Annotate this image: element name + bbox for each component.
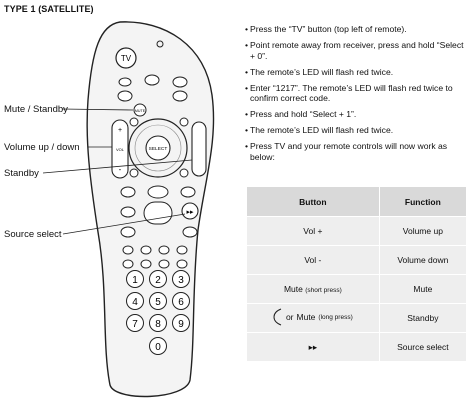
callout-line-standby (42, 159, 193, 174)
button-function-table: Button Function Vol + Volume up Vol - Vo… (247, 187, 466, 361)
table-row: Mute (short press) Mute (247, 274, 466, 304)
instruction-steps: Press the “TV” button (top left of remot… (245, 24, 467, 168)
table-row: or Mute (long press) Standby (247, 303, 466, 333)
table-cell-button: Vol + (247, 216, 380, 246)
svg-text:-: - (119, 165, 122, 174)
step-item: Press the “TV” button (top left of remot… (245, 24, 467, 35)
table-row: Vol - Volume down (247, 245, 466, 275)
key-6: 6 (178, 297, 184, 308)
svg-text:▸▸: ▸▸ (186, 209, 194, 216)
page-heading: TYPE 1 (SATELLITE) (4, 4, 94, 14)
keypad: 1 2 3 4 5 6 7 8 9 0 (126, 270, 190, 355)
table-cell-button: Vol - (247, 245, 380, 275)
key-1: 1 (132, 275, 138, 286)
volume-rocker (111, 119, 129, 179)
table-cell-function: Volume up (378, 216, 466, 246)
table-row: ▸▸ Source select (247, 332, 466, 361)
svg-text:SELECT: SELECT (149, 146, 168, 152)
svg-text:VOL: VOL (116, 147, 125, 152)
led-indicator (156, 40, 164, 48)
button-name: Mute (283, 284, 303, 294)
key-2: 2 (155, 275, 161, 286)
table-cell-button: Mute (short press) (247, 274, 380, 304)
key-8: 8 (155, 319, 161, 330)
key-7: 7 (132, 319, 138, 330)
svg-text:MUTE: MUTE (135, 109, 146, 113)
callout-standby: Standby (4, 168, 39, 179)
step-item: The remote’s LED will flash red twice. (245, 67, 467, 78)
table-header-button: Button (247, 187, 380, 217)
table-cell-function: Mute (378, 274, 466, 304)
callout-line-source (62, 213, 186, 235)
tv-button (115, 47, 137, 69)
tv-button-label: TV (121, 54, 132, 63)
remote-diagram: TV MUTE + VOL - SELECT ▸▸ 1 2 (42, 21, 215, 398)
table-cell-button: or Mute (long press) (247, 303, 380, 333)
mute-button (133, 103, 147, 117)
button-name: Mute (296, 312, 316, 322)
step-item: Point remote away from receiver, press a… (245, 40, 467, 61)
svg-text:+: + (118, 127, 122, 134)
table-cell-function: Standby (378, 303, 466, 333)
step-item: The remote’s LED will flash red twice. (245, 125, 467, 136)
button-prefix: or (285, 312, 294, 322)
callout-mute-standby: Mute / Standby (4, 104, 68, 115)
callout-line-mute (61, 108, 134, 111)
table-cell-button: ▸▸ (247, 332, 380, 361)
table-header-function: Function (378, 187, 466, 217)
button-note: (long press) (318, 313, 353, 321)
step-item: Press and hold “Select + 1”. (245, 109, 467, 120)
table-row: Vol + Volume up (247, 216, 466, 246)
key-5: 5 (155, 297, 161, 308)
step-item: Enter “1217”. The remote’s LED will flas… (245, 83, 467, 104)
key-9: 9 (178, 319, 184, 330)
table-cell-function: Source select (378, 332, 466, 361)
select-button (145, 135, 171, 161)
callout-volume: Volume up / down (4, 142, 80, 153)
callout-source-select: Source select (4, 229, 62, 240)
key-4: 4 (132, 297, 138, 308)
key-0: 0 (155, 342, 161, 353)
side-rocker-icon (273, 308, 282, 326)
table-cell-function: Volume down (378, 245, 466, 275)
step-item: Press TV and your remote controls will n… (245, 141, 467, 162)
key-3: 3 (178, 275, 184, 286)
source-select-button (181, 202, 199, 220)
button-note: (short press) (305, 287, 342, 294)
